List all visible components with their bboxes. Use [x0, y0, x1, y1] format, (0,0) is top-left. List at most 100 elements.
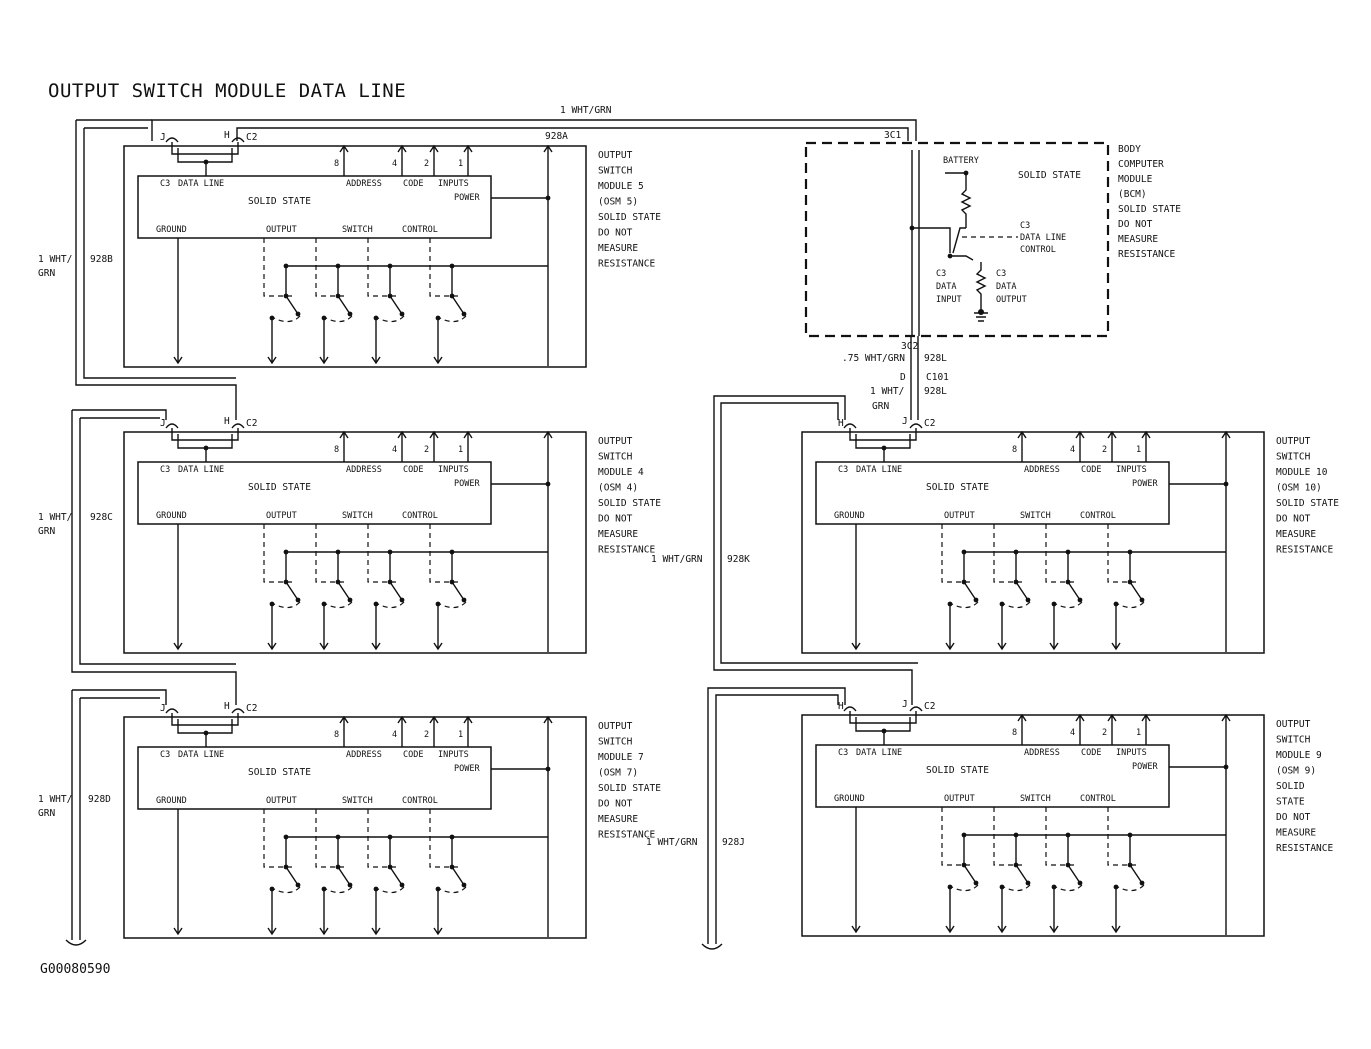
svg-text:(BCM): (BCM): [1118, 189, 1147, 200]
conn-c2-label: C2: [246, 418, 257, 429]
pin-number-1: 4: [392, 159, 397, 169]
switch-label: SWITCH: [342, 511, 373, 521]
conn-label-c101: C101: [926, 372, 949, 383]
osm4-desc-line-1: SWITCH: [598, 452, 633, 463]
bcm-c3-input-b: DATA: [936, 282, 956, 292]
svg-text:COMPUTER: COMPUTER: [1118, 159, 1164, 170]
wire-label-osm4-color: GRN: [38, 526, 55, 537]
wire-label-928k-size: 1 WHT/GRN: [651, 554, 703, 565]
switch-label: SWITCH: [1020, 794, 1051, 804]
diagram-title: OUTPUT SWITCH MODULE DATA LINE: [48, 80, 406, 102]
bcm-module: SOLID STATE BATTERY C3 DATA LINE CONTROL…: [804, 141, 1181, 338]
code-label: CODE: [403, 179, 423, 189]
inputs-label: INPUTS: [438, 750, 469, 760]
conn-c2-label: C2: [246, 703, 257, 714]
pin-left-label: H: [838, 701, 844, 712]
address-label: ADDRESS: [346, 750, 382, 760]
wire-label-928c: 928C: [90, 512, 113, 523]
bcm-c3-input-a: C3: [936, 269, 946, 279]
wire-label-top: 1 WHT/GRN: [560, 105, 612, 116]
osm4-desc-line-4: SOLID STATE: [598, 498, 661, 509]
pin-number-1: 4: [1070, 728, 1075, 738]
wire-label-osm7-color: GRN: [38, 808, 55, 819]
pin-right-label: J: [902, 416, 908, 427]
address-label: ADDRESS: [1024, 748, 1060, 758]
wire-label-928b: 928B: [90, 254, 113, 265]
wire-label-c101-color: GRN: [872, 401, 889, 412]
osm9-desc-line-8: RESISTANCE: [1276, 843, 1333, 854]
osm10-desc-line-4: SOLID STATE: [1276, 498, 1339, 509]
osm7-desc-line-2: MODULE 7: [598, 752, 644, 763]
output-label: OUTPUT: [266, 796, 297, 806]
osm7-desc-line-5: DO NOT: [598, 799, 633, 810]
osm10-desc-line-1: SWITCH: [1276, 452, 1311, 463]
ground-label: GROUND: [834, 511, 865, 521]
conn-label-3c2: 3C2: [901, 341, 918, 352]
wire-label-928d: 928D: [88, 794, 111, 805]
c3-label: C3: [838, 748, 848, 758]
svg-text:BODY: BODY: [1118, 144, 1141, 155]
power-label: POWER: [454, 479, 480, 489]
wire-label-928l-a: 928L: [924, 353, 947, 364]
pin-right-label: H: [224, 416, 230, 427]
osm5-desc-line-1: SWITCH: [598, 166, 633, 177]
svg-text:DATA: DATA: [996, 282, 1016, 292]
data-line-label: DATA LINE: [178, 465, 224, 475]
osm7-desc-line-4: SOLID STATE: [598, 783, 661, 794]
osm5-desc-line-2: MODULE 5: [598, 181, 644, 192]
output-label: OUTPUT: [266, 511, 297, 521]
solid-state-label: SOLID STATE: [926, 482, 989, 493]
solid-state-label: SOLID STATE: [926, 765, 989, 776]
wire-label-928k: 928K: [727, 554, 750, 565]
bcm-c3-output-a: C3: [996, 269, 1006, 279]
osm9-desc-line-2: MODULE 9: [1276, 750, 1322, 761]
inputs-label: INPUTS: [438, 465, 469, 475]
pin-number-2: 2: [424, 159, 429, 169]
conn-c2-label: C2: [246, 132, 257, 143]
switch-label: SWITCH: [342, 796, 373, 806]
osm10-desc-line-0: OUTPUT: [1276, 436, 1311, 447]
osm5-desc-line-6: MEASURE: [598, 243, 638, 254]
pin-number-1: 4: [1070, 445, 1075, 455]
pin-number-2: 2: [424, 445, 429, 455]
data-line-label: DATA LINE: [856, 465, 902, 475]
osm5-desc-line-3: (OSM 5): [598, 197, 638, 208]
control-label: CONTROL: [402, 796, 438, 806]
svg-text:C3: C3: [936, 269, 946, 279]
bcm-c3-output-c: OUTPUT: [996, 295, 1027, 305]
switch-label: SWITCH: [1020, 511, 1051, 521]
pin-number-2: 2: [424, 730, 429, 740]
pin-right-label: J: [902, 699, 908, 710]
pin-number-3: 1: [458, 730, 463, 740]
wire-label-osm7-size: 1 WHT/: [38, 794, 72, 805]
osm7-desc-line-7: RESISTANCE: [598, 830, 655, 841]
osm9-desc-line-7: MEASURE: [1276, 828, 1316, 839]
pin-number-1: 4: [392, 730, 397, 740]
power-label: POWER: [1132, 479, 1158, 489]
pin-left-label: H: [838, 418, 844, 429]
pin-number-3: 1: [458, 159, 463, 169]
svg-text:MODULE: MODULE: [1118, 174, 1153, 185]
osm7-desc-line-1: SWITCH: [598, 737, 633, 748]
osm10-desc-line-2: MODULE 10: [1276, 467, 1328, 478]
inputs-label: INPUTS: [438, 179, 469, 189]
osm7-desc-line-6: MEASURE: [598, 814, 638, 825]
address-label: ADDRESS: [346, 179, 382, 189]
pin-number-0: 8: [334, 730, 339, 740]
left-harness: 1 WHT/ GRN 928B 1 WHT/ GRN 928C 1 WHT/ G…: [38, 119, 237, 946]
inputs-label: INPUTS: [1116, 465, 1147, 475]
ground-label: GROUND: [156, 511, 187, 521]
figure-id: G00080590: [40, 962, 110, 977]
inputs-label: INPUTS: [1116, 748, 1147, 758]
osm4-desc-line-2: MODULE 4: [598, 467, 644, 478]
wire-label-928a: 928A: [545, 131, 568, 142]
wire-label-928l-b: 928L: [924, 386, 947, 397]
code-label: CODE: [403, 465, 423, 475]
pin-number-0: 8: [1012, 445, 1017, 455]
code-label: CODE: [403, 750, 423, 760]
pin-number-0: 8: [1012, 728, 1017, 738]
osm10-desc-line-5: DO NOT: [1276, 514, 1311, 525]
